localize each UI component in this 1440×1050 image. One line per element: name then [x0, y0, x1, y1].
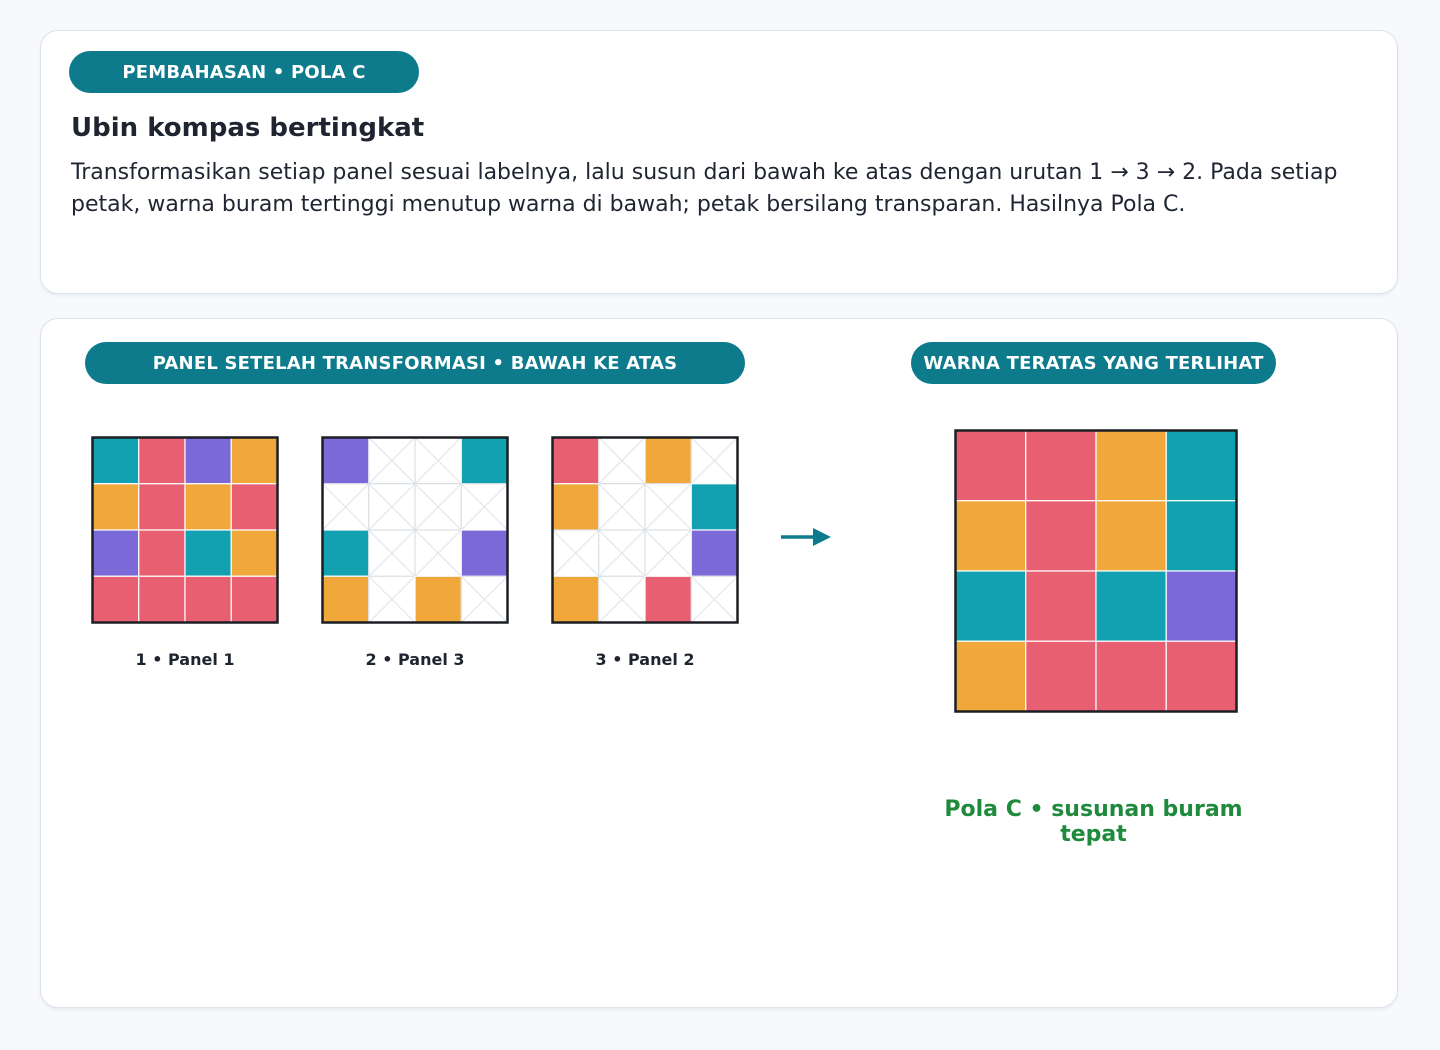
panel-3-cell-0-0: [551, 436, 600, 485]
panel-3-cell-0-2: [644, 436, 692, 485]
panel-3-border: [551, 436, 739, 624]
panel-2-cell-0-2: [414, 437, 462, 485]
panel-2-cell-0-1: [368, 437, 416, 485]
result-cell-1-3: [1165, 500, 1238, 572]
panel-1-cell-2-2: [184, 529, 232, 577]
panel-1-cell-1-3: [230, 483, 279, 531]
panel-1-cell-3-2: [184, 575, 232, 624]
panel-1-cell-3-1: [138, 575, 186, 624]
explanation-card: PEMBAHASAN • POLA C Ubin kompas bertingk…: [40, 30, 1398, 294]
panel-1-cell-3-0: [91, 575, 140, 624]
panel-1-cell-1-1: [138, 483, 186, 531]
panel-2-cell-1-2: [414, 483, 462, 531]
puzzle-description: Transformasikan setiap panel sesuai labe…: [71, 160, 1338, 217]
result-cell-1-0: [954, 500, 1027, 572]
result-cell-2-0: [954, 570, 1027, 642]
panel-2-cell-2-0: [321, 529, 370, 577]
result-cell-0-3: [1165, 429, 1238, 502]
panel-2-cell-2-1: [368, 529, 416, 577]
panel-grid-1: [91, 436, 279, 624]
panel-3-cell-1-1: [598, 483, 646, 531]
panel-3-cell-1-3: [690, 483, 739, 531]
panel-label-2: 2 • Panel 3: [365, 650, 465, 669]
right-arrow-icon: [781, 528, 831, 546]
panel-1-cell-0-2: [184, 436, 232, 485]
panel-1-cell-2-1: [138, 529, 186, 577]
panel-2-cell-2-2: [414, 529, 462, 577]
panel-3-cell-3-1: [598, 575, 646, 623]
panel-3-cell-2-2: [644, 529, 692, 577]
result-cell-2-3: [1165, 570, 1238, 642]
panel-3-cell-0-1: [598, 437, 646, 485]
result-cell-3-3: [1165, 640, 1238, 713]
panel-2-cell-3-0: [321, 575, 370, 624]
result-cell-2-2: [1095, 570, 1167, 642]
panel-1-border: [91, 436, 279, 624]
panel-label-1: 1 • Panel 1: [135, 650, 235, 669]
panel-2-cell-3-1: [368, 575, 416, 623]
panel-3-cell-0-3: [690, 437, 738, 485]
result-cell-3-0: [954, 640, 1027, 713]
panel-3-cell-2-0: [552, 529, 600, 577]
result-grid: [954, 429, 1238, 713]
panel-2-border: [321, 436, 509, 624]
panel-1-cell-2-3: [230, 529, 279, 577]
panel-1-cell-1-2: [184, 483, 232, 531]
result-cell-1-1: [1025, 500, 1097, 572]
result-caption: Pola C • susunan buram tepat: [944, 797, 1243, 847]
result-cell-2-1: [1025, 570, 1097, 642]
panel-grid-2: [321, 436, 509, 624]
panel-3-cell-2-3: [690, 529, 739, 577]
result-border: [954, 429, 1238, 713]
panel-1-cell-0-1: [138, 436, 186, 485]
panel-1-cell-0-3: [230, 436, 279, 485]
result-cell-0-0: [954, 429, 1027, 502]
result-badge: WARNA TERATAS YANG TERLIHAT: [911, 342, 1276, 384]
panel-2-cell-3-2: [414, 575, 462, 624]
puzzle-title: Ubin kompas bertingkat: [71, 113, 425, 143]
result-cell-3-1: [1025, 640, 1097, 713]
result-cell-1-2: [1095, 500, 1167, 572]
panel-3-cell-2-1: [598, 529, 646, 577]
panel-grid-3: [551, 436, 739, 624]
result-cell-0-1: [1025, 429, 1097, 502]
panel-2-cell-3-3: [460, 575, 508, 623]
panel-1-cell-3-3: [230, 575, 279, 624]
panel-1-cell-2-0: [91, 529, 140, 577]
panel-2-cell-0-3: [460, 436, 509, 485]
explanation-badge: PEMBAHASAN • POLA C: [69, 51, 419, 93]
panel-3-cell-1-2: [644, 483, 692, 531]
panel-2-cell-2-3: [460, 529, 509, 577]
panel-3-cell-3-0: [551, 575, 600, 624]
panel-2-cell-1-1: [368, 483, 416, 531]
panel-2-cell-1-0: [322, 483, 370, 531]
panel-label-3: 3 • Panel 2: [595, 650, 695, 669]
panel-2-cell-0-0: [321, 436, 370, 485]
panel-2-cell-1-3: [460, 483, 508, 531]
panel-3-cell-3-2: [644, 575, 692, 624]
panel-3-cell-3-3: [690, 575, 738, 623]
diagram-card: PANEL SETELAH TRANSFORMASI • BAWAH KE AT…: [40, 318, 1398, 1008]
panel-1-cell-0-0: [91, 436, 140, 485]
panels-badge: PANEL SETELAH TRANSFORMASI • BAWAH KE AT…: [85, 342, 745, 384]
result-cell-3-2: [1095, 640, 1167, 713]
result-cell-0-2: [1095, 429, 1167, 502]
panel-1-cell-1-0: [91, 483, 140, 531]
panel-3-cell-1-0: [551, 483, 600, 531]
